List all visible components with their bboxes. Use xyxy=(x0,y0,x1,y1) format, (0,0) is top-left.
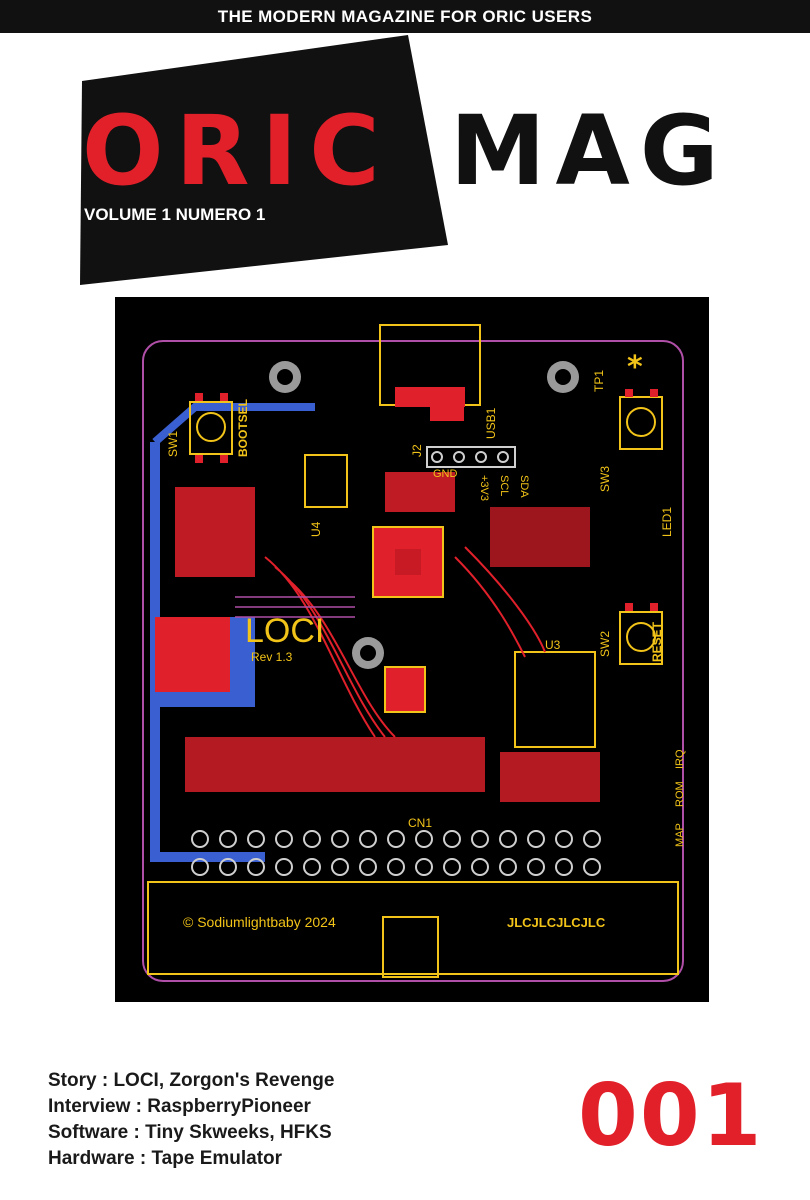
component-cluster-right xyxy=(490,507,590,567)
sda-label: SDA xyxy=(518,475,530,498)
contents-software: Software : Tiny Skweeks, HFKS xyxy=(48,1122,332,1143)
switch-bootsel xyxy=(189,393,233,463)
fab-mark-label: JLCJLCJLCJLC xyxy=(507,915,606,930)
cn1-label: CN1 xyxy=(408,816,432,830)
contents-story: Story : LOCI, Zorgon's Revenge xyxy=(48,1070,335,1091)
switch-sw3 xyxy=(619,389,663,450)
tagline: THE MODERN MAGAZINE FOR ORIC USERS xyxy=(217,6,593,26)
u4-label: U4 xyxy=(309,521,323,537)
gnd-label: GND xyxy=(433,468,458,480)
connector-key xyxy=(382,916,439,978)
board-rev-label: Rev 1.3 xyxy=(251,650,293,664)
sw1-label: SW1 xyxy=(166,431,180,457)
chip-j2-area xyxy=(430,397,464,421)
volume-number: VOLUME 1 NUMERO 1 xyxy=(84,205,266,224)
blue-trace-left xyxy=(150,442,265,862)
chip-u3 xyxy=(514,651,596,748)
scl-label: SCL xyxy=(498,475,510,496)
purple-traces xyxy=(235,596,355,618)
tagline-bar: THE MODERN MAGAZINE FOR ORIC USERS xyxy=(0,0,810,33)
usb-label: USB1 xyxy=(484,407,498,439)
contents-list: Story : LOCI, Zorgon's Revenge Interview… xyxy=(48,1068,334,1172)
red-trace-bundle xyxy=(264,546,546,738)
bootsel-label: BOOTSEL xyxy=(236,399,250,457)
reset-label: RESET xyxy=(650,621,664,662)
logo-oric: ORIC xyxy=(82,95,392,207)
masthead-black-block xyxy=(80,35,448,285)
copyright-label: © Sodiumlightbaby 2024 xyxy=(183,914,336,930)
component-cluster-top xyxy=(385,472,455,512)
issue-number: 001 xyxy=(578,1066,764,1166)
chip-mcu-pad xyxy=(395,549,421,575)
tp1-label: TP1 xyxy=(592,370,606,392)
chip-u4 xyxy=(304,454,348,508)
resistor-array xyxy=(500,752,600,802)
switch-reset xyxy=(619,603,663,665)
asterisk-marker: * xyxy=(627,350,643,385)
led1-label: LED1 xyxy=(660,507,674,537)
u3-label: U3 xyxy=(545,638,561,652)
contents-hardware: Hardware : Tape Emulator xyxy=(48,1148,283,1169)
rom-label: ROM xyxy=(674,781,686,807)
map-label: MAP xyxy=(674,823,686,847)
u2-block xyxy=(155,617,230,692)
sw3-label: SW3 xyxy=(598,466,612,492)
edge-connector-outline xyxy=(147,881,679,975)
sw2-label: SW2 xyxy=(598,631,612,657)
irq-label: IRQ xyxy=(674,749,686,769)
ic-row xyxy=(185,737,485,792)
v33-label: +3V3 xyxy=(478,475,490,501)
j2-pins xyxy=(426,446,516,468)
cover-pcb-image: * LOCI Rev 1.3 xyxy=(115,297,709,1002)
chip-buffer xyxy=(384,666,426,713)
header-pins xyxy=(191,830,601,876)
j2-label: J2 xyxy=(410,444,424,457)
blue-trace-top xyxy=(152,403,315,446)
board-outline xyxy=(142,340,684,982)
board-name-label: LOCI xyxy=(245,612,324,650)
logo-mag: MAG xyxy=(450,95,729,207)
component-cluster-left xyxy=(175,487,255,577)
contents-interview: Interview : RaspberryPioneer xyxy=(48,1096,311,1117)
masthead: ORIC MAG VOLUME 1 NUMERO 1 xyxy=(0,33,810,293)
